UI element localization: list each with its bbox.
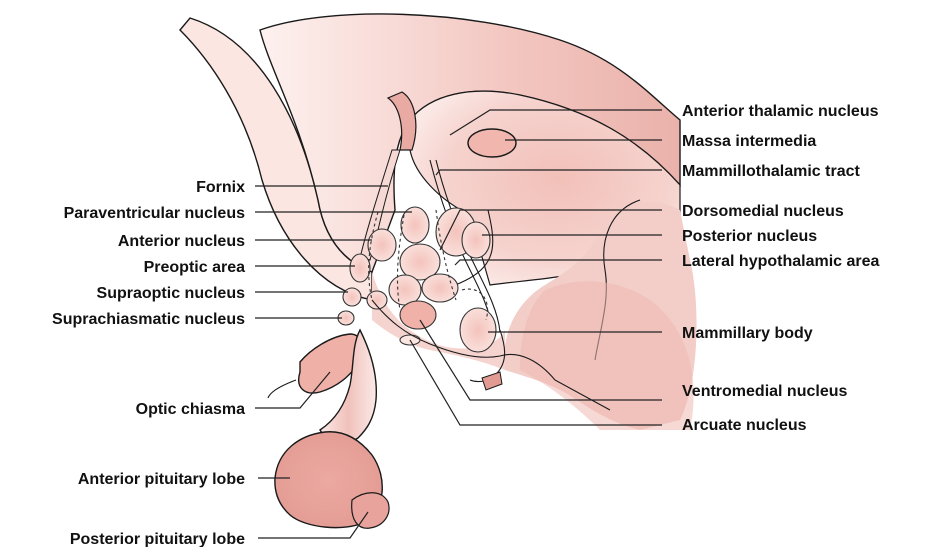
left-labels: Fornix Paraventricular nucleus Anterior … — [52, 179, 245, 547]
massa-intermedia-shape — [468, 129, 516, 157]
label-mammillothalamic-tract: Mammillothalamic tract — [682, 163, 861, 180]
label-posterior-pituitary-lobe: Posterior pituitary lobe — [70, 531, 245, 547]
label-supraoptic-nucleus: Supraoptic nucleus — [97, 285, 246, 302]
label-preoptic-area: Preoptic area — [144, 259, 245, 276]
preoptic-area-shape — [350, 254, 370, 282]
label-ventromedial-nucleus: Ventromedial nucleus — [682, 383, 847, 400]
label-massa-intermedia: Massa intermedia — [682, 133, 816, 150]
posterior-nucleus-shape — [462, 222, 490, 258]
label-anterior-thalamic-nucleus: Anterior thalamic nucleus — [682, 103, 879, 120]
label-optic-chiasma: Optic chiasma — [136, 401, 245, 418]
label-mammillary-body: Mammillary body — [682, 325, 813, 342]
label-dorsomedial-nucleus: Dorsomedial nucleus — [682, 203, 844, 220]
oculomotor-stub — [482, 372, 502, 390]
optic-nerve — [268, 380, 296, 398]
label-anterior-pituitary-lobe: Anterior pituitary lobe — [78, 471, 245, 488]
posterior-pituitary-shape — [352, 493, 389, 529]
anterior-nucleus-shape — [368, 229, 396, 261]
label-lateral-hypothalamic-area: Lateral hypothalamic area — [682, 253, 880, 270]
ventromedial-nucleus-shape — [389, 275, 421, 305]
right-labels: Anterior thalamic nucleus Massa intermed… — [682, 103, 880, 434]
mammillary-body-shape — [460, 308, 496, 352]
label-paraventricular-nucleus: Paraventricular nucleus — [64, 205, 246, 222]
label-fornix: Fornix — [196, 179, 245, 196]
label-anterior-nucleus: Anterior nucleus — [118, 233, 245, 250]
label-posterior-nucleus: Posterior nucleus — [682, 228, 817, 245]
supraoptic-nucleus-shape — [343, 288, 361, 306]
anatomy-illustration — [180, 14, 697, 528]
ventromedial-core-shape — [400, 301, 436, 329]
label-suprachiasmatic-nucleus: Suprachiasmatic nucleus — [52, 311, 245, 328]
label-arcuate-nucleus: Arcuate nucleus — [682, 417, 807, 434]
